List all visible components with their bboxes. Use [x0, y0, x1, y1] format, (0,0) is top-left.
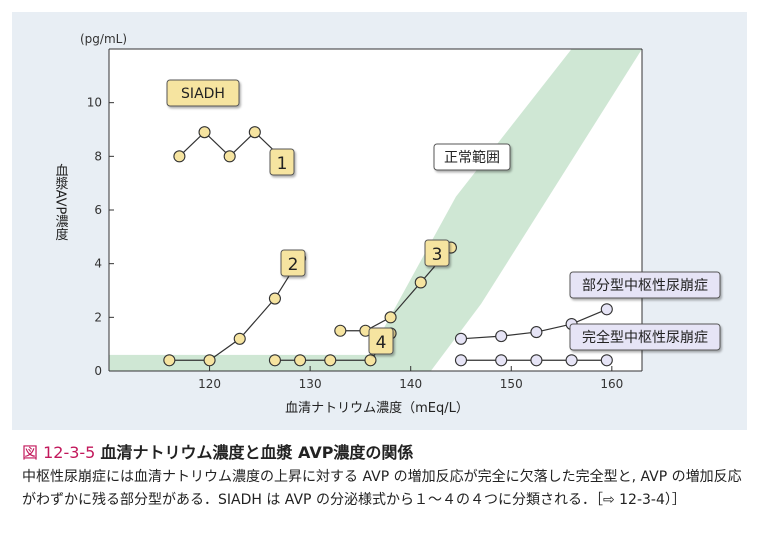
series-2-point — [163, 354, 176, 367]
complete-di-label-text: 完全型中枢性尿崩症 — [582, 329, 708, 346]
series-6-point — [454, 354, 468, 367]
series-6-point — [530, 354, 543, 367]
caption-body: 中枢性尿崩症には血清ナトリウム濃度の上昇に対する AVP の増加反応が完全に欠落… — [22, 469, 742, 508]
series-2-point — [203, 354, 216, 367]
series-4-point — [364, 354, 377, 367]
group-1-label-box — [269, 148, 295, 176]
y-tick-label: 8 — [94, 149, 102, 163]
figure-title: 血清ナトリウム濃度と血漿 AVP濃度の関係 — [100, 443, 414, 462]
figure-caption: 図 12-3-5 血清ナトリウム濃度と血漿 AVP濃度の関係 中枢性尿崩症には血… — [22, 442, 742, 512]
series-6-point — [565, 354, 578, 367]
group-3-label-text: 3 — [432, 245, 443, 265]
normal-range-label-box — [433, 143, 511, 171]
x-tick-label: 160 — [600, 377, 623, 391]
series-5-point — [530, 326, 543, 339]
series-4-point — [324, 354, 337, 367]
siadh-label-text: SIADH — [181, 86, 225, 102]
group-2-label: 2 — [280, 249, 306, 277]
series-3-point — [334, 324, 347, 337]
series-6-point — [495, 354, 508, 367]
x-ticks: 120 130 140 150 160 — [198, 366, 623, 391]
figure-number: 図 12-3-5 — [22, 443, 96, 462]
series-1-point — [173, 150, 186, 163]
group-2-label-box — [280, 249, 306, 277]
series-5-point — [495, 330, 508, 343]
group-4-label-text: 4 — [376, 333, 387, 353]
series-5-point — [600, 303, 613, 316]
caption-title: 図 12-3-5 血清ナトリウム濃度と血漿 AVP濃度の関係 — [22, 442, 742, 464]
siadh-label: SIADH — [166, 79, 240, 107]
y-tick-label: 2 — [94, 310, 102, 324]
series-6-point — [600, 354, 613, 367]
series-5-point — [454, 332, 468, 345]
siadh-label-box — [166, 79, 240, 107]
x-tick-label: 130 — [299, 377, 322, 391]
partial-di-label-box — [569, 271, 721, 299]
y-ticks: 0 2 4 6 8 10 — [87, 96, 114, 378]
group-3-label: 3 — [424, 239, 450, 267]
partial-di-label: 部分型中枢性尿崩症 — [569, 271, 721, 299]
series-1-point — [223, 150, 236, 163]
series-3-point — [384, 311, 397, 324]
y-tick-label: 10 — [87, 96, 102, 110]
y-unit-label: (pg/mL) — [80, 32, 127, 46]
group-1-label-text: 1 — [277, 154, 288, 174]
x-tick-label: 150 — [500, 377, 523, 391]
y-axis-title: 血漿AVP濃度 — [53, 164, 69, 241]
group-4-label-box — [368, 327, 394, 355]
y-tick-label: 0 — [94, 364, 102, 378]
complete-di-label-box — [569, 323, 721, 351]
y-tick-label: 6 — [94, 203, 102, 217]
partial-di-label-text: 部分型中枢性尿崩症 — [582, 278, 708, 294]
group-2-label-text: 2 — [288, 255, 299, 275]
baseline-normal-band — [109, 354, 391, 371]
series-3-point — [414, 276, 427, 289]
x-axis-title: 血清ナトリウム濃度（mEq/L） — [285, 400, 469, 416]
complete-di-label: 完全型中枢性尿崩症 — [569, 323, 721, 351]
series-1-point — [248, 126, 261, 139]
normal-range-label-text: 正常範囲 — [444, 149, 500, 166]
x-tick-label: 140 — [399, 377, 422, 391]
series-4-point — [268, 354, 281, 367]
group-3-label-box — [424, 239, 450, 267]
normal-range-area — [360, 49, 642, 371]
series-1-point — [198, 126, 211, 139]
x-tick-label: 120 — [198, 377, 221, 391]
series-2-point — [268, 292, 281, 305]
series-2-point — [233, 332, 246, 345]
y-tick-label: 4 — [94, 257, 102, 271]
group-4-label: 4 — [368, 327, 394, 355]
group-1-label: 1 — [269, 148, 295, 176]
normal-range-label: 正常範囲 — [433, 143, 511, 171]
series-4-point — [294, 354, 307, 367]
